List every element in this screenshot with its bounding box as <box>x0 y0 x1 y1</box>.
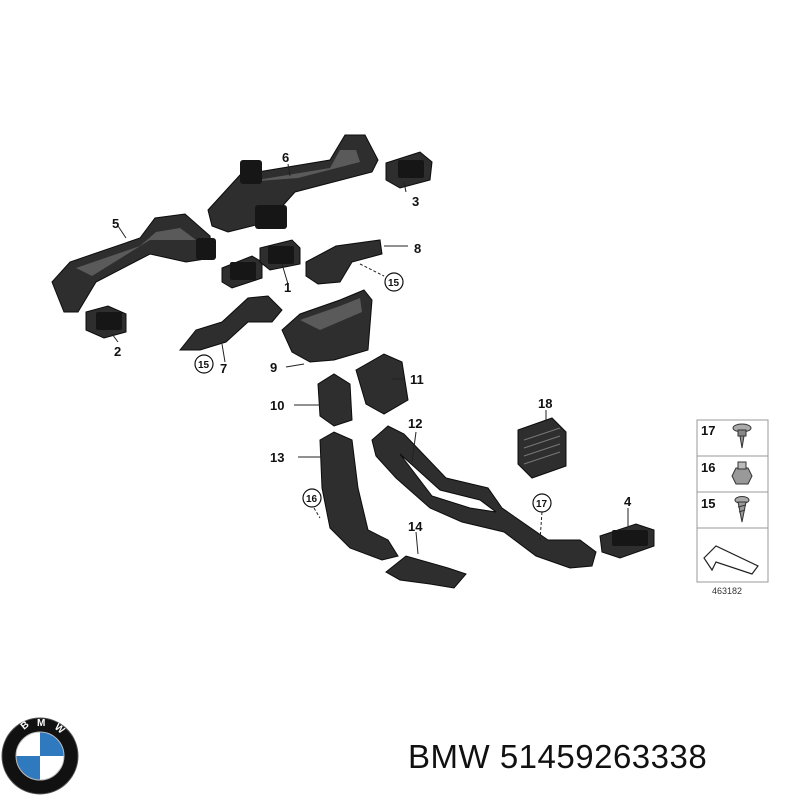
circled-callouts: 15 15 16 17 <box>194 272 552 513</box>
part-11-duct <box>355 353 409 415</box>
leader-lines <box>111 163 629 555</box>
circled-callout-15-lower: 15 <box>198 360 210 371</box>
flange-screw-icon <box>732 423 752 449</box>
footer-part-label: BMW 51459263338 <box>408 738 707 776</box>
part-14-bracket <box>385 555 467 589</box>
part-7-hose <box>178 295 283 351</box>
circled-callout-16: 16 <box>306 494 318 505</box>
svg-text:M: M <box>37 718 45 729</box>
callout-8: 8 <box>414 241 421 256</box>
callout-18: 18 <box>538 396 552 411</box>
legend-number-16: 16 <box>701 460 715 475</box>
circled-callout-15-upper: 15 <box>388 278 400 289</box>
callout-2: 2 <box>114 344 121 359</box>
part-1-vent <box>221 239 301 289</box>
part-5-duct <box>51 213 216 313</box>
callout-6: 6 <box>282 150 289 165</box>
part-2-vent <box>85 305 127 339</box>
fastener-legend: 17 16 15 463182 <box>696 419 769 596</box>
callout-7: 7 <box>220 361 227 376</box>
footer-part-number: 51459263338 <box>499 738 708 775</box>
circled-callout-17: 17 <box>536 499 548 510</box>
callout-13: 13 <box>270 450 284 465</box>
callout-12: 12 <box>408 416 422 431</box>
part-9-duct <box>281 289 373 363</box>
diagram-id: 463182 <box>712 586 742 596</box>
part-8-duct <box>305 239 383 285</box>
part-4-vent <box>599 523 655 559</box>
part-3-vent <box>385 151 433 189</box>
part-10-duct <box>317 373 353 427</box>
part-18-grille <box>517 417 567 479</box>
callout-1: 1 <box>284 280 291 295</box>
view-arrow-icon <box>703 545 759 575</box>
nut-icon <box>731 461 753 485</box>
callout-10: 10 <box>270 398 284 413</box>
screw-icon <box>734 496 750 523</box>
part-12-channel <box>371 425 597 569</box>
callout-numbers: 1 2 3 4 5 6 7 8 9 10 11 12 13 14 18 <box>112 150 632 534</box>
callout-5: 5 <box>112 216 119 231</box>
callout-11: 11 <box>410 372 424 387</box>
legend-number-15: 15 <box>701 496 715 511</box>
part-6-duct <box>207 134 379 233</box>
part-13-channel <box>319 431 399 561</box>
callout-4: 4 <box>624 494 632 509</box>
legend-number-17: 17 <box>701 423 715 438</box>
bmw-logo: B M W <box>1 717 79 795</box>
callout-9: 9 <box>270 360 277 375</box>
callout-14: 14 <box>408 519 423 534</box>
callout-3: 3 <box>412 194 419 209</box>
footer-brand-name: BMW <box>408 738 491 775</box>
